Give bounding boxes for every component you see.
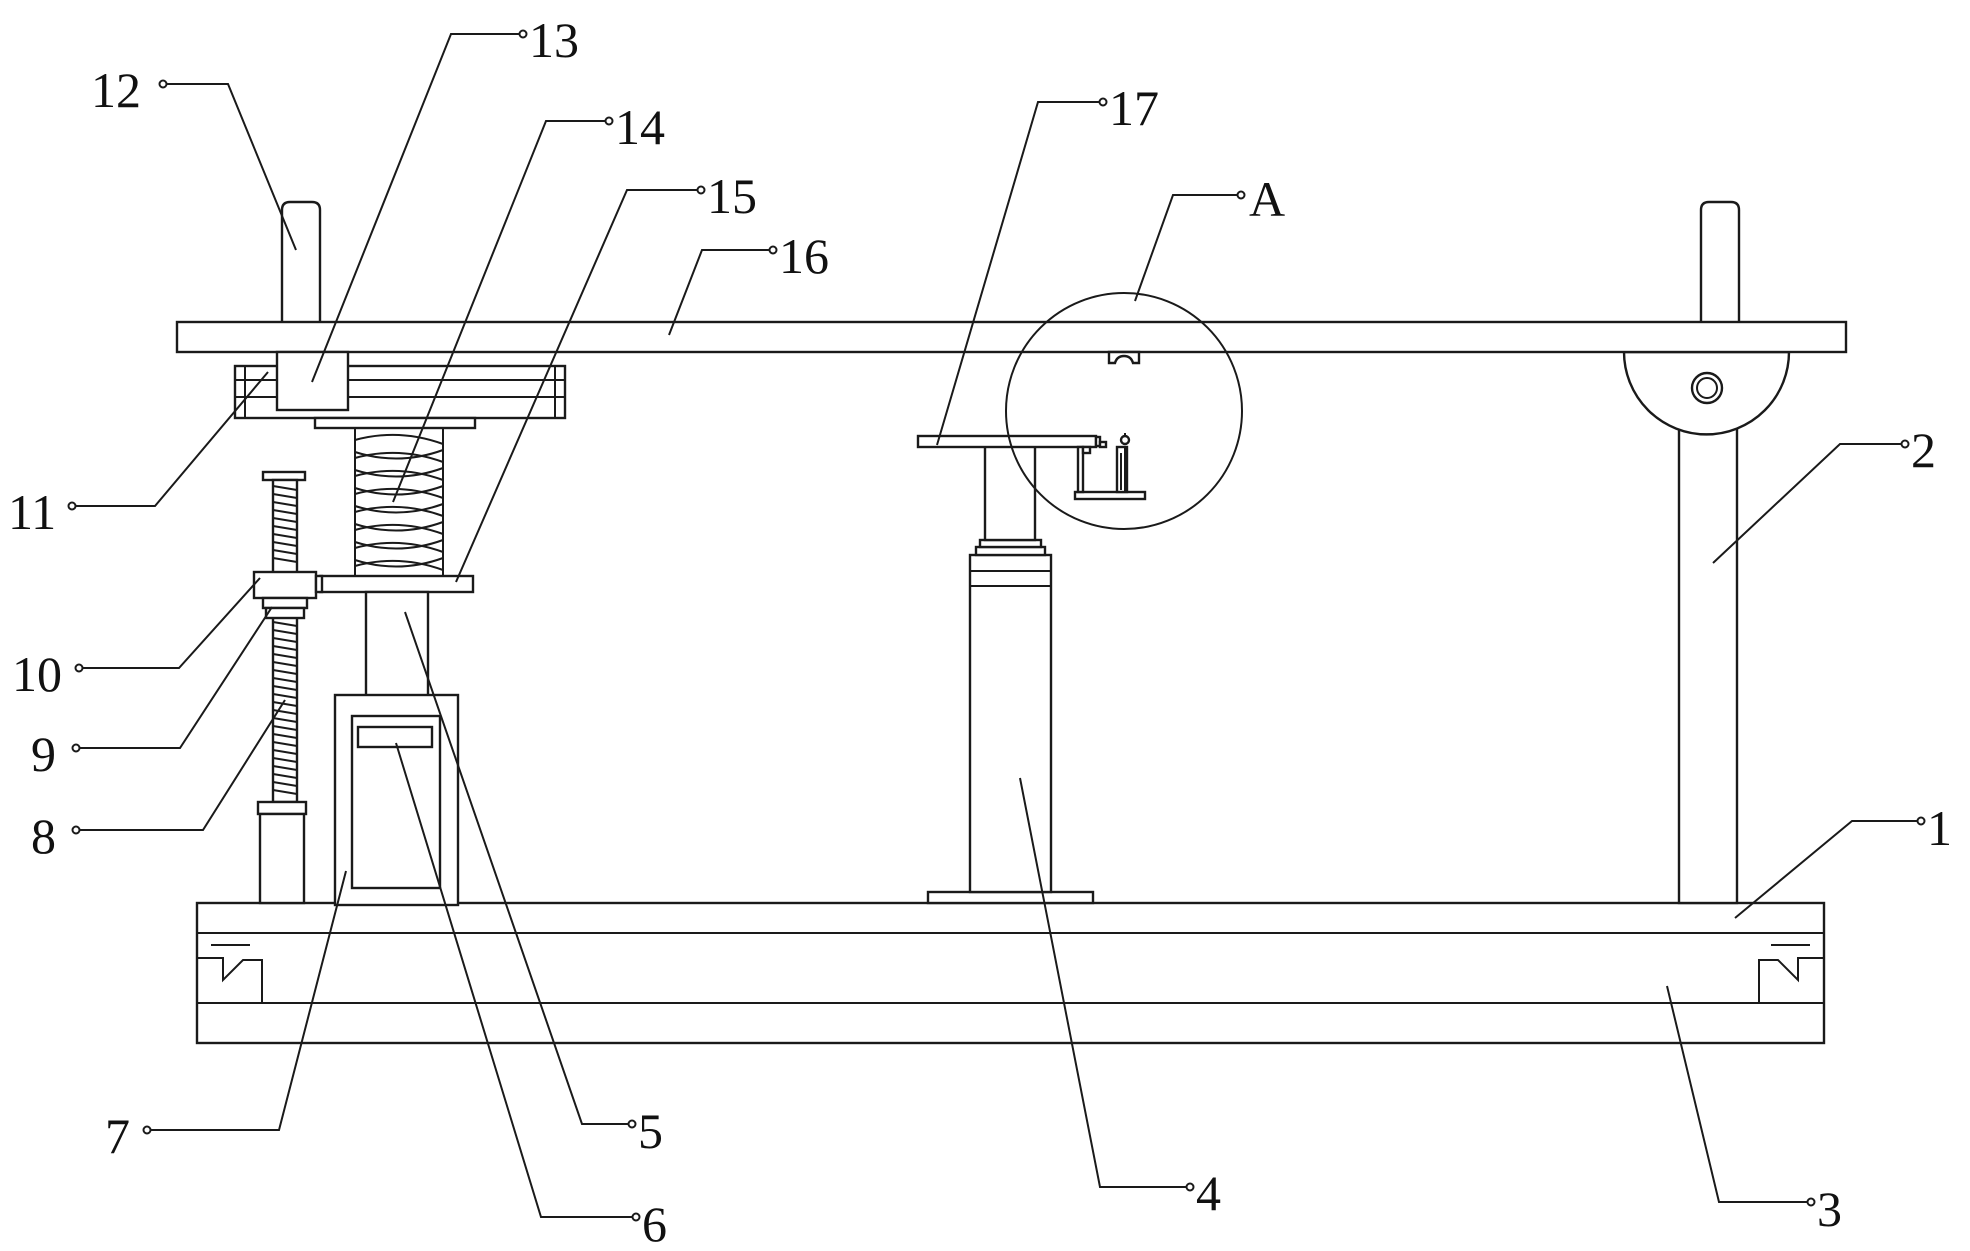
label-1: 1: [1927, 800, 1952, 856]
motor-cap: [256, 800, 308, 816]
label-14: 14: [615, 99, 665, 155]
hinge-pin-inner: [1696, 377, 1718, 399]
lead-screw-assembly: [252, 470, 324, 905]
detail-circle-a: [1005, 292, 1243, 530]
label-4: 4: [1196, 1165, 1221, 1221]
block-connector: [314, 574, 324, 594]
screw-block: [252, 570, 318, 600]
compression-spring: [354, 427, 444, 577]
label-17: 17: [1109, 80, 1159, 136]
clamp-top: [1107, 350, 1141, 365]
label-16: 16: [779, 228, 829, 284]
label-13: 13: [529, 12, 579, 68]
right-upright: [1622, 350, 1791, 905]
nut-upper: [261, 596, 309, 610]
support-table: [916, 434, 1098, 449]
label-3: 3: [1817, 1181, 1842, 1237]
label-15: 15: [707, 168, 757, 224]
label-8: 8: [31, 808, 56, 864]
detail-circle: [1005, 292, 1243, 530]
spring-cap: [313, 416, 477, 430]
upright-column: [1677, 413, 1739, 905]
label-5: 5: [638, 1103, 663, 1159]
label-11: 11: [8, 484, 56, 540]
clamp-base: [1073, 490, 1147, 501]
label-6: 6: [642, 1196, 667, 1251]
lift-column: [916, 434, 1108, 905]
damping-column: [318, 574, 475, 907]
column-body: [968, 553, 1053, 894]
slide-rail-assembly: [233, 350, 567, 430]
screw-head: [261, 470, 307, 482]
label-2: 2: [1911, 422, 1936, 478]
nut-lower: [264, 606, 306, 620]
column-foot: [926, 890, 1095, 905]
label-a: A: [1249, 171, 1285, 227]
label-12: 12: [91, 62, 141, 118]
left-slot: [196, 933, 263, 1004]
lower-plate: [318, 574, 475, 594]
right-handle: [1699, 200, 1741, 326]
right-slot: [1758, 933, 1825, 1004]
label-7: 7: [105, 1108, 130, 1164]
top-plate: [175, 320, 1848, 354]
reference-labels: 1 2 3 4 5 6 7 8 9 10 11 12 13 14 15 16 1…: [8, 12, 1952, 1251]
clamp-stem: [1076, 445, 1085, 494]
label-10: 10: [12, 646, 62, 702]
label-9: 9: [31, 726, 56, 782]
motor-base: [258, 812, 306, 905]
sleeve-collar: [356, 725, 434, 749]
base-assembly: [195, 901, 1826, 1045]
column-rod: [983, 444, 1037, 542]
leader-lines: [67, 29, 1926, 1222]
spring-envelope: [354, 427, 444, 577]
top-plate-assembly: [175, 200, 1848, 354]
column-collar-lower: [974, 545, 1047, 557]
base-frame: [195, 901, 1826, 1045]
left-handle: [280, 200, 322, 326]
